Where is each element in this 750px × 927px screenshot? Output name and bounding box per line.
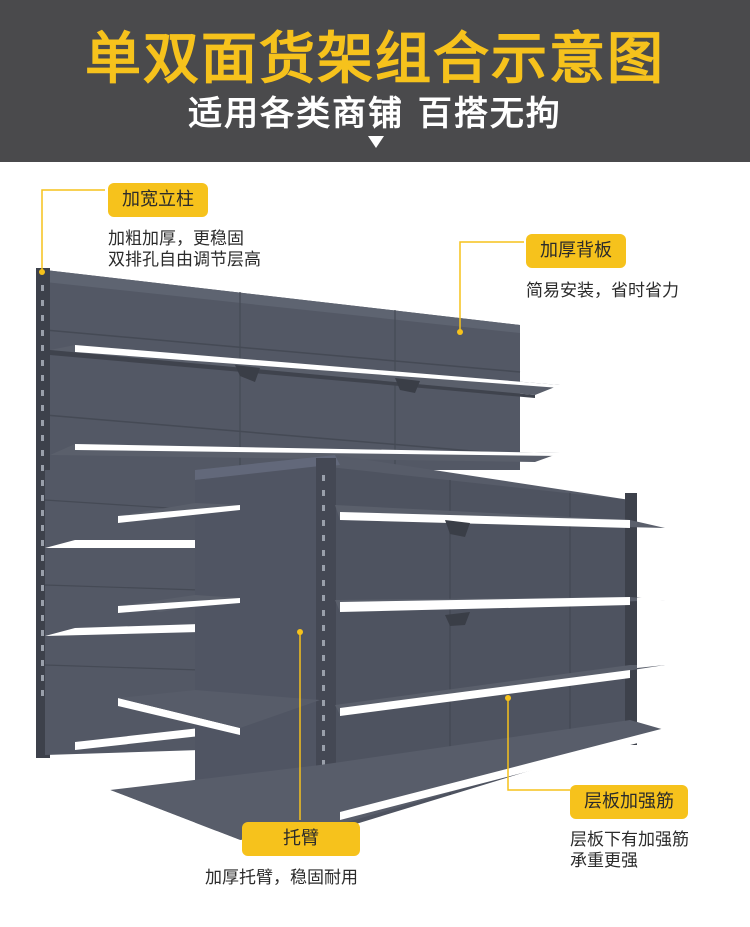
bracket-description: 加厚托臂，稳固耐用 bbox=[205, 868, 358, 889]
column-description: 加粗加厚，更稳固 双排孔自由调节层高 bbox=[108, 229, 261, 271]
column-badge: 加宽立柱 bbox=[108, 183, 208, 217]
header-banner: 单双面货架组合示意图 适用各类商铺 百搭无拘 bbox=[0, 0, 750, 162]
rib-leader-line bbox=[507, 700, 570, 791]
shelf-illustration bbox=[36, 189, 665, 848]
backboard-leader-line bbox=[459, 241, 524, 330]
single-sided-shelf bbox=[36, 268, 560, 758]
column-description-line-2: 双排孔自由调节层高 bbox=[108, 250, 261, 270]
backboard-description-line-1: 简易安装，省时省力 bbox=[526, 281, 679, 301]
rib-description-line-2: 承重更强 bbox=[570, 851, 638, 871]
rib-description-line-1: 层板下有加强筋 bbox=[570, 830, 689, 850]
backboard-badge: 加厚背板 bbox=[526, 234, 626, 268]
double-sided-shelf bbox=[110, 455, 665, 848]
rib-badge: 层板加强筋 bbox=[570, 785, 688, 819]
bracket-badge: 托臂 bbox=[242, 822, 360, 856]
backboard-description: 简易安装，省时省力 bbox=[526, 281, 679, 302]
down-arrow-icon bbox=[368, 136, 384, 148]
page-title: 单双面货架组合示意图 bbox=[85, 27, 665, 92]
page-subtitle: 适用各类商铺 百搭无拘 bbox=[188, 94, 562, 134]
column-leader-line bbox=[41, 189, 105, 270]
rib-description: 层板下有加强筋 承重更强 bbox=[570, 830, 689, 872]
bracket-description-line-1: 加厚托臂，稳固耐用 bbox=[205, 868, 358, 888]
column-description-line-1: 加粗加厚，更稳固 bbox=[108, 229, 244, 249]
